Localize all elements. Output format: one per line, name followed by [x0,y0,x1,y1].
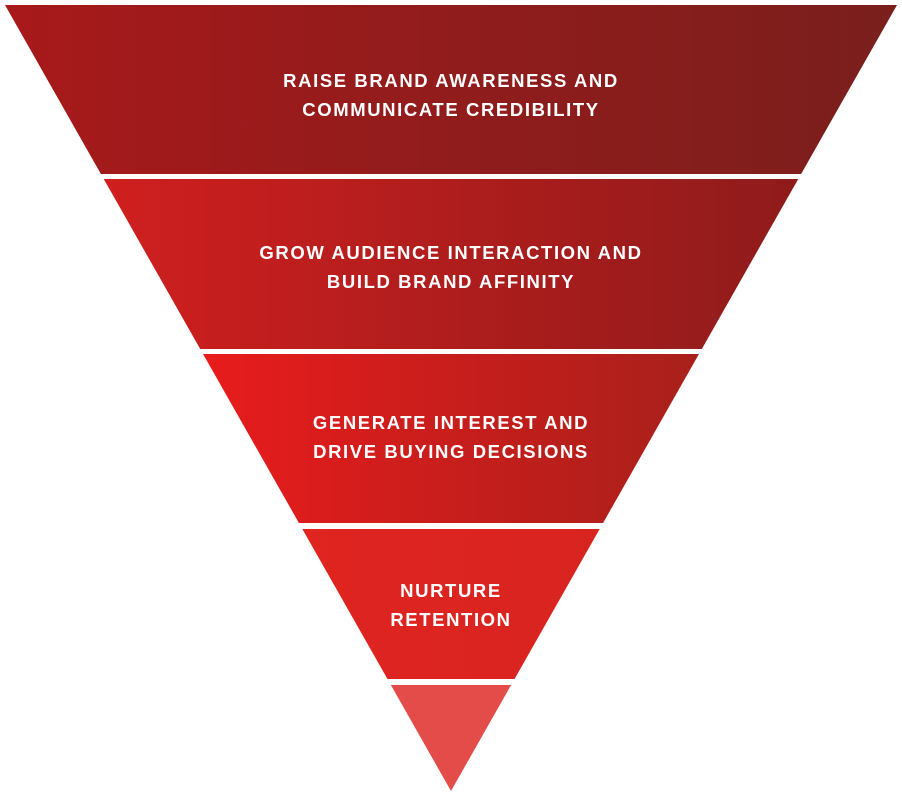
stage-3-line-1: GENERATE INTEREST AND [312,412,590,433]
funnel-stage-2 [103,179,799,349]
funnel-stage-4 [302,529,600,679]
stage-3-line-2: DRIVE BUYING DECISIONS [313,441,589,462]
stage-4-line-2: RETENTION [390,609,512,630]
stage-1-label: RAISE BRAND AWARENESS AND COMMUNICATE CR… [0,66,902,124]
stage-4-line-1: NURTURE [400,580,502,601]
stage-1-line-1: RAISE BRAND AWARENESS AND [283,70,619,91]
funnel-stage-1 [5,5,897,174]
stage-1-line-2: COMMUNICATE CREDIBILITY [302,99,600,120]
funnel-stage-5 [390,685,512,791]
stage-2-line-1: GROW AUDIENCE INTERACTION AND [259,242,643,263]
funnel-stage-3 [203,354,699,523]
stage-3-label: GENERATE INTEREST AND DRIVE BUYING DECIS… [0,408,902,466]
stage-2-line-2: BUILD BRAND AFFINITY [326,271,576,292]
stage-4-label: NURTURE RETENTION [0,576,902,634]
stage-2-label: GROW AUDIENCE INTERACTION AND BUILD BRAN… [0,238,902,296]
